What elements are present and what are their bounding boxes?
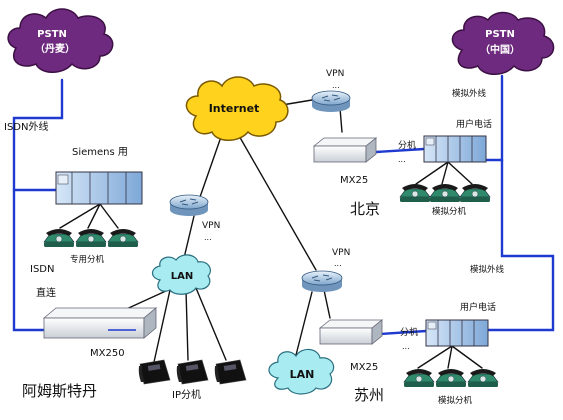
analog-ext-suzhou-label: 模拟分机 <box>438 395 473 406</box>
lan-bottom-cloud: LAN <box>268 348 335 395</box>
vpn-left-dots: ... <box>204 233 212 242</box>
isdn-external-label: ISDN外线 <box>4 120 48 133</box>
ip-phone-icon <box>138 359 171 385</box>
mx250-label: MX250 <box>90 348 125 359</box>
pstn-denmark-cloud: PSTN （丹麦） <box>7 8 114 73</box>
ip-phone-icon <box>214 359 247 385</box>
mx25-sz-link <box>378 329 428 336</box>
user-phone-suzhou-label: 用户电话 <box>460 301 496 313</box>
mx25-beijing-label: MX25 <box>340 175 368 186</box>
analog-ext-beijing-label: 模拟分机 <box>432 206 467 217</box>
siemens-pbx <box>55 171 143 205</box>
vpn-router-right-icon <box>301 270 343 292</box>
analog-line-mid-label: 模拟外线 <box>470 264 505 275</box>
suzhou-phones <box>403 368 499 388</box>
vpn-left-label: VPN <box>202 221 220 231</box>
lan-left-label: LAN <box>171 271 193 282</box>
ip-ext-label: IP分机 <box>172 388 201 401</box>
suzhou-label: 苏州 <box>354 386 384 404</box>
vpn-top-label: VPN <box>326 69 344 79</box>
phone-icon <box>75 228 107 248</box>
user-phone-beijing-label: 用户电话 <box>456 118 492 130</box>
dedicated-phones <box>43 228 139 248</box>
ip-phones <box>138 359 247 385</box>
pstn-china-sublabel: （中国） <box>480 43 520 56</box>
phone-icon <box>399 183 431 203</box>
suzhou-pbx <box>425 319 489 347</box>
mx250-device <box>42 307 158 339</box>
text-labels: ISDN外线 Siemens 用 专用分机 ISDN 直连 MX250 阿姆斯特… <box>4 69 505 406</box>
internet-cloud: Internet <box>185 76 289 141</box>
phone-icon <box>435 368 467 388</box>
siemens-label: Siemens 用 <box>72 147 128 158</box>
isdn-label: ISDN <box>30 264 54 275</box>
vpn-right-dots: ... <box>334 259 342 268</box>
fenji-suzhou-dots: ... <box>402 342 410 351</box>
phone-icon <box>429 183 461 203</box>
analog-line-right-down <box>485 158 555 332</box>
vpn-right-label: VPN <box>332 248 350 258</box>
mx25-suzhou-device <box>318 319 384 345</box>
amsterdam-label: 阿姆斯特丹 <box>22 382 97 400</box>
pstn-china-label: PSTN <box>485 29 515 40</box>
pstn-china-cloud: PSTN （中国） <box>451 11 555 75</box>
beijing-phones <box>399 183 491 203</box>
vpn-top-dots: ... <box>332 81 340 90</box>
fenji-suzhou-label: 分机 <box>400 326 418 338</box>
phone-icon <box>107 228 139 248</box>
isdn-line-left <box>12 78 64 332</box>
beijing-label: 北京 <box>350 200 380 218</box>
mx25-beijing-device <box>312 137 378 163</box>
fenji-beijing-dots: ... <box>398 155 406 164</box>
phone-icon <box>403 368 435 388</box>
lan-bottom-label: LAN <box>290 368 315 381</box>
pstn-denmark-label: PSTN <box>37 29 67 40</box>
phone-icon <box>43 228 75 248</box>
dedicated-ext-label: 专用分机 <box>70 254 105 265</box>
fenji-beijing-label: 分机 <box>398 139 416 151</box>
mx25-bj-link <box>374 147 426 154</box>
analog-line-top-label: 模拟外线 <box>452 88 487 99</box>
pstn-denmark-sublabel: （丹麦） <box>35 42 75 55</box>
phone-icon <box>459 183 491 203</box>
phone-icon <box>467 368 499 388</box>
lan-left-cloud: LAN <box>151 254 211 295</box>
ip-phone-icon <box>176 359 209 385</box>
mx25-suzhou-label: MX25 <box>350 362 378 373</box>
vpn-router-left-icon <box>169 194 209 216</box>
beijing-pbx <box>423 135 487 163</box>
direct-label: 直连 <box>36 286 56 299</box>
internet-label: Internet <box>209 102 260 115</box>
analog-line-right <box>485 74 504 162</box>
vpn-router-top-icon <box>311 90 351 112</box>
